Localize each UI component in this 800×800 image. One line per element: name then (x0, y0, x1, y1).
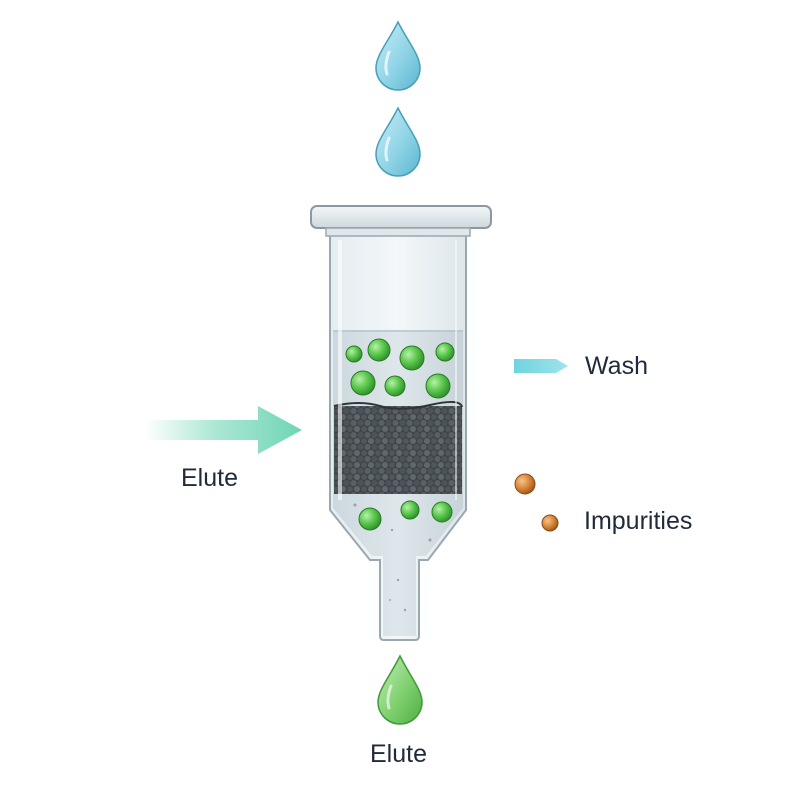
target-bead-icon (384, 375, 406, 397)
target-bead-icon (345, 345, 363, 363)
target-bead-icon (425, 373, 451, 399)
arrow-right-icon (145, 406, 302, 454)
impurity-bead-icon (541, 514, 559, 532)
target-beads-upper (345, 338, 455, 399)
impurity-bead-icon (514, 473, 536, 495)
elute-arrow (145, 406, 302, 454)
water-drop-icon (375, 20, 421, 91)
resin-bed (334, 406, 462, 494)
target-bead-icon (350, 370, 376, 396)
green-drop-icon (377, 654, 423, 725)
wash-drops (375, 20, 421, 177)
impurities-label: Impurities (584, 507, 693, 535)
impurity-beads (514, 473, 559, 532)
target-bead-icon (435, 342, 455, 362)
elute-label: Elute (181, 464, 238, 492)
target-bead-icon (400, 500, 420, 520)
elute-drop (377, 654, 423, 725)
arrow-right-icon (514, 359, 568, 373)
target-bead-icon (358, 507, 382, 531)
chromatography-column (310, 205, 492, 641)
target-bead-icon (431, 501, 453, 523)
elute-output-label: Elute (370, 740, 427, 768)
wash-arrow (514, 359, 568, 373)
target-beads-lower (358, 500, 453, 531)
water-drop-icon (375, 106, 421, 177)
wash-label: Wash (585, 352, 648, 380)
target-bead-icon (399, 345, 425, 371)
column-cap (310, 205, 492, 229)
target-bead-icon (367, 338, 391, 362)
